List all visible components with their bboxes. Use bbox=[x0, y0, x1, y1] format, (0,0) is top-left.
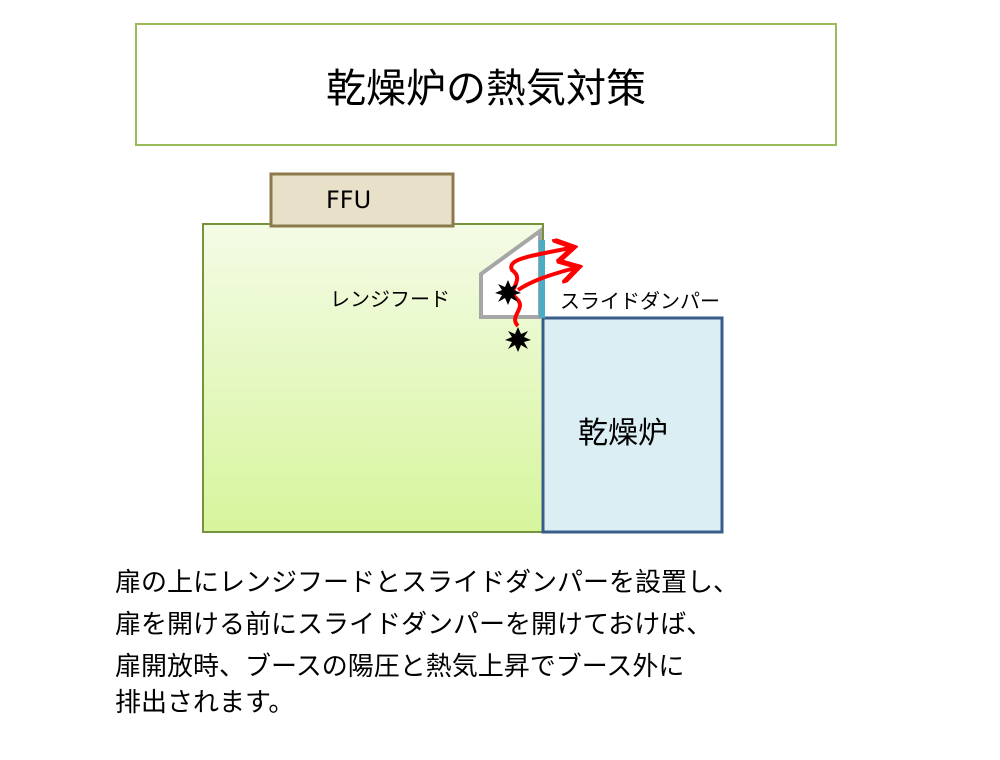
description-line: 排出されます。 bbox=[115, 688, 295, 718]
title-box: 乾燥炉の熱気対策 bbox=[135, 23, 837, 146]
range-hood-label: レンジフード bbox=[330, 287, 450, 311]
oven bbox=[541, 316, 724, 534]
heat-arrow bbox=[509, 248, 570, 328]
ffu-box bbox=[269, 172, 455, 228]
description: 扉の上にレンジフードとスライドダンパーを設置し、 扉を開ける前にスライドダンパー… bbox=[115, 562, 739, 718]
heat-burst-icon bbox=[505, 327, 531, 352]
heat-burst-icon bbox=[495, 280, 521, 305]
description-line: 扉の上にレンジフードとスライドダンパーを設置し、 bbox=[115, 568, 740, 598]
oven-label: 乾燥炉 bbox=[578, 416, 668, 451]
slide-damper-label: スライドダンパー bbox=[560, 289, 720, 313]
heat-arrow bbox=[516, 268, 575, 292]
description-line: 扉開放時、ブースの陽圧と熱気上昇でブース外に bbox=[115, 652, 685, 682]
description-line: 扉を開ける前にスライドダンパーを開けておけば、 bbox=[115, 610, 713, 640]
page-title: 乾燥炉の熱気対策 bbox=[326, 65, 646, 112]
ffu-label: FFU bbox=[326, 186, 372, 214]
